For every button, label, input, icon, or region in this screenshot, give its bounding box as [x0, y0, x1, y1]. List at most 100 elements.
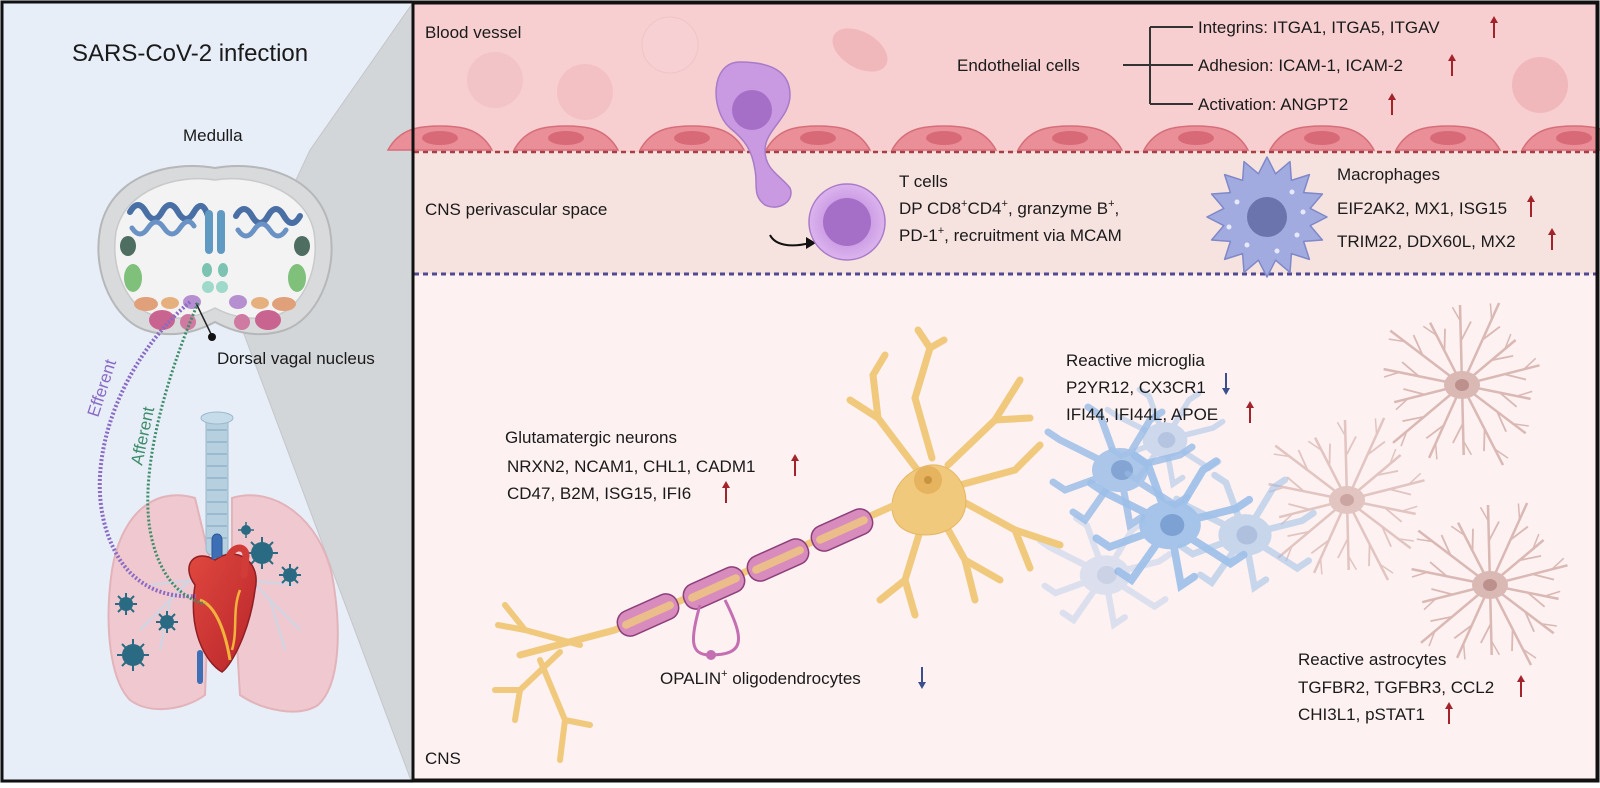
- medulla-label: Medulla: [183, 126, 243, 145]
- nucleus-left-green: [124, 264, 142, 292]
- astrocytes-group: [1268, 302, 1568, 666]
- endothelial-cell: [638, 125, 746, 151]
- up-arrow-icon: [1246, 401, 1254, 423]
- endothelial-cell-layer: [386, 125, 1600, 151]
- oligodendrocytes-label: OPALIN+ oligodendrocytes: [660, 668, 861, 688]
- glutamatergic-neuron: [492, 326, 1064, 763]
- inferior-olive-right: [233, 206, 303, 226]
- dvn-pointer-line: [195, 302, 213, 337]
- endothelial-cell: [512, 125, 620, 151]
- virus-icon: [279, 564, 301, 586]
- inferior-olive-right-2: [235, 221, 289, 239]
- heart-illustration: [188, 533, 257, 684]
- nucleus-right-dark: [294, 236, 310, 256]
- myelin-segment: [810, 508, 874, 552]
- up-arrow-icon: [722, 481, 730, 503]
- coronary-vessel: [199, 598, 232, 661]
- pyramid-right: [217, 210, 225, 254]
- heart-body: [188, 553, 257, 673]
- virus-icon: [238, 522, 254, 538]
- virus-icon: [117, 639, 149, 671]
- up-arrow-icon: [1448, 54, 1456, 76]
- endothelial-cell: [1268, 125, 1376, 151]
- vena-cava: [197, 650, 203, 684]
- macrophages-line2: TRIM22, DDX60L, MX2: [1337, 232, 1516, 251]
- t-cell-body-migrating: [715, 61, 792, 208]
- macrophage-nucleus: [1247, 197, 1287, 237]
- medulla-illustration: [97, 165, 333, 336]
- t-cells-line2: PD-1+, recruitment via MCAM: [899, 225, 1122, 245]
- activation-text: Activation: ANGPT2: [1198, 95, 1348, 114]
- macrophages-title: Macrophages: [1337, 165, 1440, 184]
- up-arrow-icon: [1527, 195, 1535, 217]
- up-arrow-icon: [791, 454, 799, 476]
- nucleus-left-orange-2: [161, 297, 179, 309]
- microglia-cell: [1104, 386, 1226, 489]
- down-arrow-icon: [918, 667, 926, 689]
- medulla-inner: [114, 177, 316, 319]
- migration-arrowhead: [806, 237, 816, 249]
- axon-terminals: [492, 602, 593, 763]
- microglia-line2: IFI44, IFI44L, APOE: [1066, 405, 1218, 424]
- neurons-line2: CD47, B2M, ISG15, IFI6: [507, 484, 691, 503]
- cns-label: CNS: [425, 749, 461, 768]
- faint-blood-cells: [467, 16, 1568, 120]
- inferior-olive-left-2: [129, 219, 197, 237]
- nucleus-right-green: [288, 264, 306, 292]
- inferior-olive-left: [127, 202, 211, 222]
- nucleus-left-magenta: [149, 310, 175, 330]
- dvn-label: Dorsal vagal nucleus: [217, 349, 375, 368]
- down-arrow-icon: [1222, 373, 1230, 395]
- up-arrow-icon: [1490, 16, 1498, 38]
- hypoglossal-right: [218, 263, 228, 277]
- virus-icon: [156, 611, 178, 633]
- trachea-rings: [207, 429, 227, 539]
- myelin-segment: [682, 566, 746, 610]
- right-panel: Blood vessel CNS perivascular space CNS …: [386, 4, 1600, 779]
- afferent-path: [146, 302, 206, 606]
- efferent-path: [97, 300, 197, 599]
- nucleus-right-magenta: [255, 310, 281, 330]
- up-arrow-icon: [1445, 702, 1453, 724]
- astrocyte-cell: [1411, 502, 1568, 666]
- t-cells-title: T cells: [899, 172, 948, 191]
- adhesion-text: Adhesion: ICAM-1, ICAM-2: [1198, 56, 1403, 75]
- integrins-text: Integrins: ITGA1, ITGA5, ITGAV: [1198, 18, 1440, 37]
- nucleus-right-orange-2: [251, 297, 269, 309]
- microglia-title: Reactive microglia: [1066, 351, 1205, 370]
- astrocyte-cell: [1383, 302, 1540, 466]
- nucleus-right-pink: [234, 314, 250, 330]
- zoom-wedge: [235, 4, 412, 783]
- figure-title: SARS-CoV-2 infection: [72, 40, 308, 67]
- astrocytes-line1: TGFBR2, TGFBR3, CCL2: [1298, 678, 1494, 697]
- endothelial-cell: [1016, 125, 1124, 151]
- myelin-segment: [746, 538, 810, 582]
- virus-icon: [246, 537, 278, 569]
- microglia-cell: [1173, 471, 1317, 593]
- up-arrow-icon: [1548, 228, 1556, 250]
- nucleus-left-dark: [120, 236, 136, 256]
- t-cells-line1: DP CD8+CD4+, granzyme B+,: [899, 198, 1119, 218]
- virus-particles: [115, 522, 301, 671]
- astrocytes-title: Reactive astrocytes: [1298, 650, 1446, 669]
- perivascular-label: CNS perivascular space: [425, 200, 607, 219]
- neurons-title: Glutamatergic neurons: [505, 428, 677, 447]
- perivascular-region: [414, 152, 1596, 274]
- neurons-line1: NRXN2, NCAM1, CHL1, CADM1: [507, 457, 755, 476]
- left-panel: SARS-CoV-2 infection Medulla: [0, 0, 413, 784]
- macrophage: [1206, 156, 1328, 278]
- microglia-line1: P2YR12, CX3CR1: [1066, 378, 1206, 397]
- migration-arrow: [769, 234, 811, 247]
- pyramid-left: [205, 210, 213, 254]
- myelin-segment: [616, 593, 680, 637]
- aorta-blue: [211, 533, 223, 560]
- neuron-dendrites: [846, 326, 1064, 619]
- endothelial-cell: [1394, 125, 1502, 151]
- nucleus-left-pink: [180, 314, 196, 330]
- dorsal-vagal-nucleus-right: [229, 295, 247, 309]
- t-cell-nucleus: [823, 198, 871, 246]
- aorta-red: [224, 544, 250, 579]
- endothelial-label: Endothelial cells: [957, 56, 1080, 75]
- astrocytes-line2: CHI3L1, pSTAT1: [1298, 705, 1425, 724]
- nucleus-teal-right: [216, 281, 228, 293]
